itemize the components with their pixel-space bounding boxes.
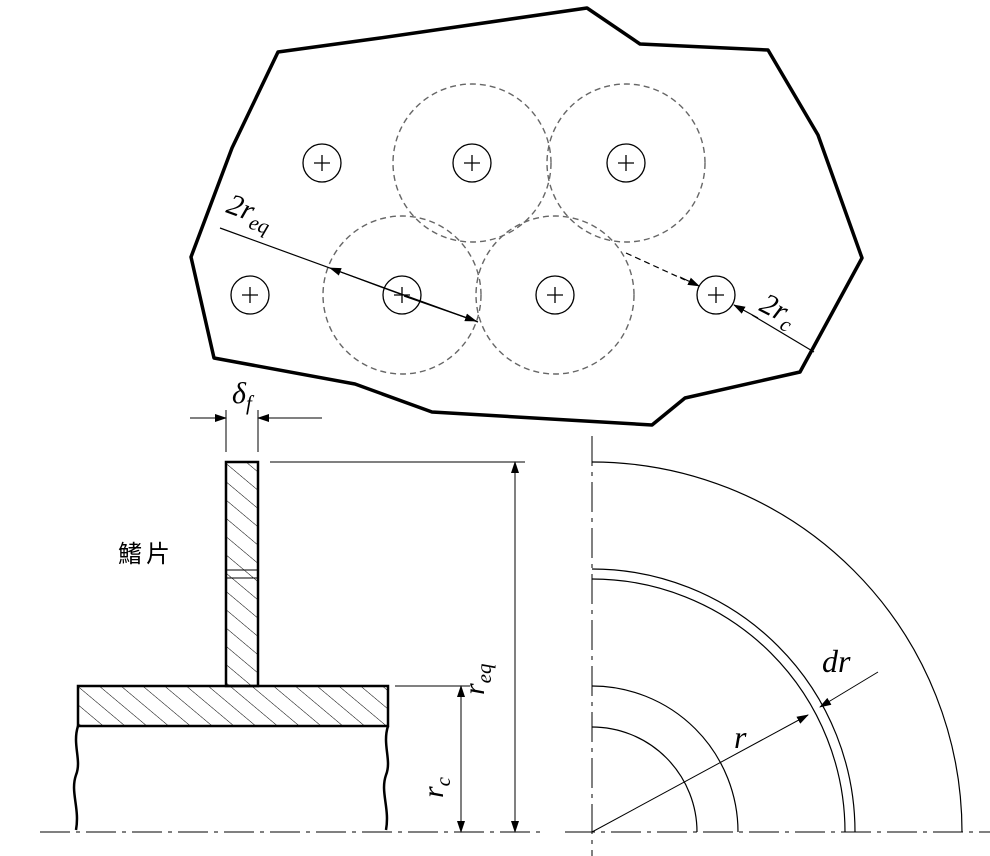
dimension-2req [219, 227, 479, 323]
equivalent-circle [475, 215, 635, 375]
radius-line-r [591, 714, 809, 833]
label-r-c: rc [417, 776, 455, 798]
tube-break-right [382, 725, 390, 831]
arc-tube-outer [591, 685, 739, 833]
dimension-2rc [625, 252, 815, 353]
fin [224, 460, 260, 688]
annular-fin-quarter: r dr [565, 436, 990, 856]
fin-plate-outline [189, 6, 864, 427]
tube [452, 143, 492, 183]
tube-bank-plan-view: 2req 2rc [189, 6, 864, 427]
arc-element-outer [591, 578, 846, 833]
fin-cross-section: δf 鰭片 req rc [40, 377, 540, 833]
label-2rc: 2rc [753, 287, 803, 338]
equivalent-circle [392, 83, 552, 243]
equivalent-circle [546, 83, 706, 243]
tube [382, 275, 422, 315]
arc-inner-tube [591, 726, 698, 833]
tube [696, 275, 736, 315]
equivalent-circle [322, 215, 482, 375]
label-dr: dr [822, 643, 851, 679]
fin-label: 鰭片 [118, 540, 174, 568]
tube-wall [76, 684, 390, 728]
tube [302, 143, 342, 183]
label-r-eq: req [458, 663, 496, 695]
tube [535, 275, 575, 315]
tube [606, 143, 646, 183]
label-delta-f: δf [232, 377, 255, 415]
tube [230, 275, 270, 315]
arc-element-inner [591, 568, 856, 833]
arc-fin-outer [591, 461, 963, 833]
tube-break-left [72, 725, 80, 831]
dr-leader [819, 671, 879, 708]
label-r: r [734, 719, 747, 755]
